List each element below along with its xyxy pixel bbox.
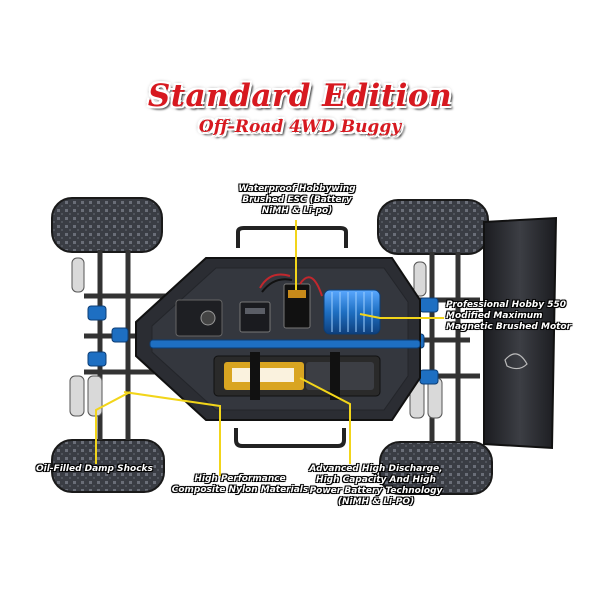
esc-unit — [259, 273, 323, 329]
callout-battery: Advanced High Discharge, High Capacity A… — [309, 464, 443, 507]
callout-lines — [95, 220, 444, 476]
bumper-bar-top — [236, 226, 348, 248]
rear-wing — [483, 216, 558, 450]
callout-esc: Waterproof Hobbywing Brushed ESC (Batter… — [238, 184, 356, 216]
tire-front-right — [377, 199, 489, 255]
page-title: Standard Edition — [147, 78, 453, 114]
bumper-bar-bottom — [234, 428, 346, 448]
callout-shocks: Oil-Filled Damp Shocks — [36, 464, 153, 474]
tire-front-left — [51, 197, 163, 253]
shock-absorbers — [69, 257, 443, 419]
brushed-motor — [323, 289, 381, 335]
receiver — [239, 301, 271, 333]
callout-motor: Professional Hobby 550 Modified Maximum … — [446, 300, 572, 332]
steering-servo — [175, 299, 223, 337]
tire-rear-right — [379, 441, 493, 495]
battery-pack — [213, 352, 381, 400]
page-subtitle: Off-Road 4WD Buggy — [198, 117, 402, 137]
callout-materials: High Performance Composite Nylon Materia… — [171, 474, 309, 495]
center-drive-shaft — [149, 339, 421, 349]
tire-rear-left — [51, 439, 165, 493]
